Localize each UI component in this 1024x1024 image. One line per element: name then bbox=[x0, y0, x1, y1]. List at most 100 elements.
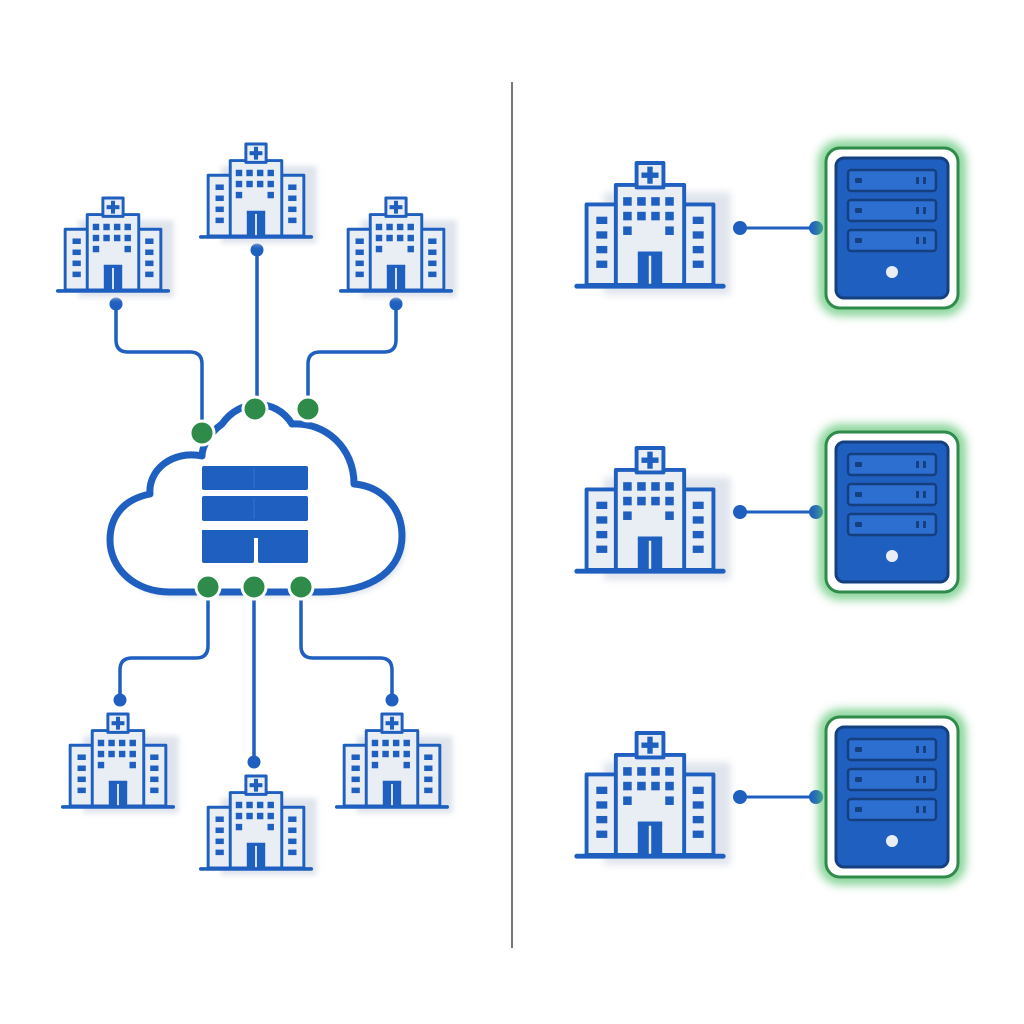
window bbox=[637, 496, 646, 506]
window bbox=[72, 260, 81, 267]
connector-node bbox=[287, 573, 315, 601]
window bbox=[235, 812, 243, 820]
window bbox=[665, 796, 674, 805]
window bbox=[267, 180, 274, 188]
hospital-right-wing bbox=[679, 487, 716, 572]
window bbox=[428, 271, 437, 278]
connector-node bbox=[240, 573, 268, 601]
server-glow bbox=[819, 141, 965, 315]
window bbox=[124, 245, 131, 253]
wire-bottom-right bbox=[299, 585, 394, 702]
window bbox=[288, 816, 297, 822]
window bbox=[150, 765, 159, 772]
window bbox=[355, 260, 364, 267]
bay-vent bbox=[923, 461, 926, 468]
bay-led bbox=[855, 777, 862, 782]
window bbox=[118, 739, 126, 747]
hospital-left-wing bbox=[342, 743, 370, 808]
server-icon bbox=[819, 425, 965, 599]
link-end-dot bbox=[733, 790, 747, 804]
hospital-icon bbox=[338, 196, 457, 298]
bay-vent bbox=[916, 177, 919, 184]
connector-node bbox=[294, 395, 322, 423]
drive-bay bbox=[846, 737, 938, 762]
window bbox=[267, 812, 274, 820]
window bbox=[623, 496, 632, 506]
window bbox=[351, 787, 360, 794]
medical-cross-icon bbox=[249, 151, 263, 156]
window bbox=[351, 765, 360, 772]
bay-led bbox=[855, 747, 862, 752]
drive-bay bbox=[846, 198, 938, 223]
window bbox=[692, 801, 704, 809]
window bbox=[665, 511, 674, 520]
window bbox=[424, 776, 433, 783]
wire-end-dot bbox=[113, 693, 127, 707]
window bbox=[215, 827, 224, 834]
cloud-connector-nodes bbox=[188, 395, 322, 601]
window bbox=[288, 206, 297, 213]
window bbox=[129, 739, 136, 747]
window bbox=[246, 801, 253, 809]
window bbox=[72, 249, 81, 256]
hospital-left-wing bbox=[584, 202, 621, 287]
drive-bay bbox=[846, 512, 938, 537]
window bbox=[355, 271, 364, 278]
power-indicator bbox=[886, 266, 898, 278]
window bbox=[403, 739, 410, 747]
bay-vent bbox=[916, 491, 919, 498]
window bbox=[392, 739, 400, 747]
window bbox=[637, 781, 646, 791]
hospital-left-wing bbox=[68, 743, 96, 808]
hospital-icons bbox=[55, 142, 731, 876]
hospital-right-wing bbox=[140, 743, 168, 808]
bay-led bbox=[855, 462, 862, 467]
window bbox=[596, 545, 608, 553]
medical-cross-icon bbox=[641, 457, 659, 463]
hospital-right-wing bbox=[135, 227, 163, 292]
bay-vent bbox=[923, 177, 926, 184]
window bbox=[665, 496, 674, 506]
wire-end-dot bbox=[109, 297, 123, 311]
db-block bbox=[202, 466, 308, 490]
window bbox=[623, 781, 632, 791]
window bbox=[235, 823, 243, 831]
medical-cross-icon bbox=[111, 721, 125, 726]
hospital-icon bbox=[55, 196, 174, 298]
hospital-left-wing bbox=[206, 173, 234, 238]
window bbox=[407, 223, 414, 231]
window bbox=[124, 234, 131, 242]
wire-end-dot bbox=[247, 755, 261, 769]
hospital-left-wing bbox=[63, 227, 91, 292]
wire-end-dot bbox=[250, 243, 264, 257]
window bbox=[150, 787, 159, 794]
bay-led bbox=[855, 522, 862, 527]
link-end-dot bbox=[733, 505, 747, 519]
hospital-right-wing bbox=[278, 805, 306, 870]
window bbox=[103, 234, 110, 242]
window bbox=[103, 223, 110, 231]
hospital-right-wing bbox=[278, 173, 306, 238]
hospital-left-wing bbox=[346, 227, 374, 292]
medical-cross-icon bbox=[641, 172, 659, 178]
hospital-right-wing bbox=[679, 202, 716, 287]
bay-vent bbox=[923, 521, 926, 528]
window bbox=[692, 260, 704, 268]
window bbox=[215, 217, 224, 224]
drive-bay bbox=[846, 767, 938, 792]
window bbox=[235, 180, 243, 188]
window bbox=[428, 238, 437, 244]
window bbox=[651, 496, 660, 506]
hospital-icon bbox=[60, 712, 179, 814]
window bbox=[129, 750, 136, 758]
window bbox=[596, 516, 608, 524]
window bbox=[97, 739, 105, 747]
window bbox=[396, 234, 404, 242]
bay-vent bbox=[923, 207, 926, 214]
window bbox=[692, 530, 704, 539]
hospital-left-wing bbox=[584, 772, 621, 857]
window bbox=[651, 781, 660, 791]
bay-vent bbox=[916, 207, 919, 214]
window bbox=[288, 827, 297, 834]
